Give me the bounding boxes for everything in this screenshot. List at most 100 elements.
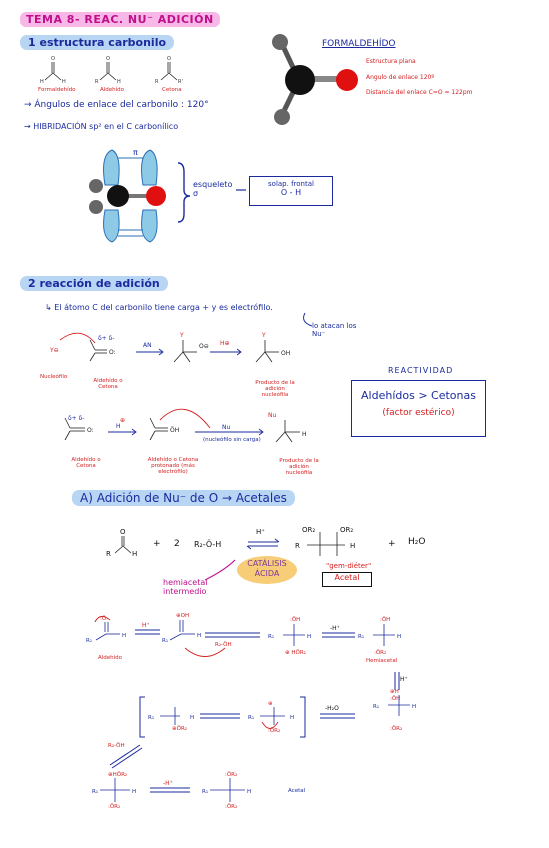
mechanism-structures [95,620,410,802]
svg-text:⊕HÖR₂: ⊕HÖR₂ [108,771,127,778]
label-ketone: Cetona [162,87,182,93]
svg-text:R₁: R₁ [373,704,379,710]
svg-text:H: H [132,550,137,558]
page-title: TEMA 8- REAC. NU⁻ ADICIÓN [20,12,220,27]
svg-text:H: H [40,79,44,85]
s1-arrow-an: AN [143,342,152,349]
svg-text:O: O [106,56,110,62]
pi-label: π [133,148,138,157]
catalysis-text: CATÁLISIS ÁCIDA [247,559,287,578]
mech-aldehyde-label: Aldehído [98,655,123,661]
mechanism-electron-arrows [94,616,279,729]
svg-text:⊕: ⊕ [268,701,273,707]
scheme1-structures [89,339,279,363]
s1-nucleophile: Nucleófilo [40,374,68,380]
svg-text:⊕: ⊕ [120,417,125,424]
reaction-coefficient: 2 [174,539,180,549]
section-1-heading: 1 estructura carbonilo [20,35,175,50]
skeleton-label: esqueleto σ [193,180,233,198]
svg-text:OH: OH [281,350,290,357]
formaldehyde-structure [44,62,62,81]
s2-product: Producto de la adición nucleófila [279,458,319,476]
svg-text::ÖH: :ÖH [290,616,300,623]
svg-text:H: H [117,79,121,85]
reaction-reagent: R₂-Ö-H [194,540,222,549]
scheme2-structures [64,417,300,443]
svg-text:O: O [167,56,171,62]
svg-text:Y⊖: Y⊖ [49,347,59,354]
svg-text:⊕OH: ⊕OH [176,613,189,619]
svg-text:OR₂: OR₂ [302,526,315,534]
svg-text::Ö:: :Ö: [100,615,108,622]
mech-step-4: -H₂O [325,705,339,712]
overlap-line-1: solap. frontal [268,180,314,188]
svg-text:OR₂: OR₂ [340,526,353,534]
svg-text:δ+ δ-: δ+ δ- [68,415,84,422]
svg-text::ÖR₂: :ÖR₂ [108,803,120,810]
scheme1-arrows [59,332,242,356]
catalysis-bubble: CATÁLISIS ÁCIDA [237,556,297,584]
ketone-structure [160,62,178,81]
overlap-box: solap. frontal O - H [249,176,333,206]
note-angles: → Ángulos de enlace del carbonilo : 120° [24,100,209,110]
reaction-plus-1: + [153,539,161,549]
svg-text:ÖH: ÖH [170,427,179,434]
svg-text:R₁: R₁ [148,715,154,721]
svg-text:⊕ÖR₂: ⊕ÖR₂ [172,725,187,732]
formaldehyde-3d-model [272,34,358,125]
svg-text::ÖR₂: :ÖR₂ [225,771,237,778]
svg-text:R₁: R₁ [268,634,274,640]
svg-text:H: H [197,633,201,639]
svg-text:R₂-ÖH: R₂-ÖH [108,742,125,749]
svg-text::ÖR₂: :ÖR₂ [390,725,402,732]
overlap-line-2: O - H [280,188,302,197]
mech-step-3: H⁺ [400,676,408,683]
brace [177,162,191,223]
svg-text::ÖH: :ÖH [380,616,390,623]
mech-step-5: -H⁺ [163,780,173,787]
svg-text:⊕ HÖR₂: ⊕ HÖR₂ [285,649,306,656]
orbital-diagram [89,149,166,243]
note-arrow [303,312,313,327]
section-a-heading: A) Adición de Nu⁻ de O → Acetales [72,490,295,506]
svg-text:R: R [106,550,111,558]
hemiacetal-arrow [204,559,236,581]
svg-text:R₁: R₁ [248,715,254,721]
svg-text:H: H [350,542,355,550]
svg-text:H: H [290,715,294,721]
svg-text::ÖR₂: :ÖR₂ [374,649,386,656]
svg-text:O:: O: [109,349,116,356]
reactivity-reason: (factor estérico) [382,408,455,418]
mech-hemiacetal-label: Hemiacetal [366,658,398,664]
mechanism-arrows [109,629,400,793]
svg-text:R₁: R₁ [358,634,364,640]
s1-product: Producto de la adición nucleófila [255,380,295,398]
svg-text:H: H [397,634,401,640]
note-hybridization: → HIBRIDACIÓN sp² en el C carbonílico [24,122,179,131]
attack-note: lo atacan los Nu⁻ [312,322,357,338]
svg-text:O⊖: O⊖ [199,343,209,350]
mech-acetal-label: Acetal [288,788,306,794]
gem-diether-note: "gem-diéter" [326,562,372,570]
svg-text:O: O [51,56,55,62]
reaction-water: H₂O [408,537,426,547]
reactivity-title: REACTIVIDAD [388,366,454,375]
svg-text:R₁: R₁ [162,638,168,644]
svg-text:R₁: R₁ [202,789,208,795]
svg-text:R': R' [178,79,183,85]
svg-text:O: O [120,528,126,536]
fact-angle: Angulo de enlace 120º [366,74,435,81]
s2-arrow-h: H [116,423,121,430]
svg-text:H: H [190,715,194,721]
s1-arrow-h: H⊕ [220,340,230,347]
reaction-plus-2: + [388,539,396,549]
s2-protonated: Aldehído o Cetona protonado (más electró… [147,457,199,475]
reactivity-box: Aldehídos > Cetonas (factor estérico) [351,380,486,437]
hemiacetal-note: hemiacetal intermedio [163,578,208,596]
svg-text:H: H [412,704,416,710]
svg-text:⊕H: ⊕H [390,689,399,695]
svg-text:R₁: R₁ [92,789,98,795]
equilibrium-arrows [246,538,280,550]
svg-text::ÖH: :ÖH [390,695,400,702]
